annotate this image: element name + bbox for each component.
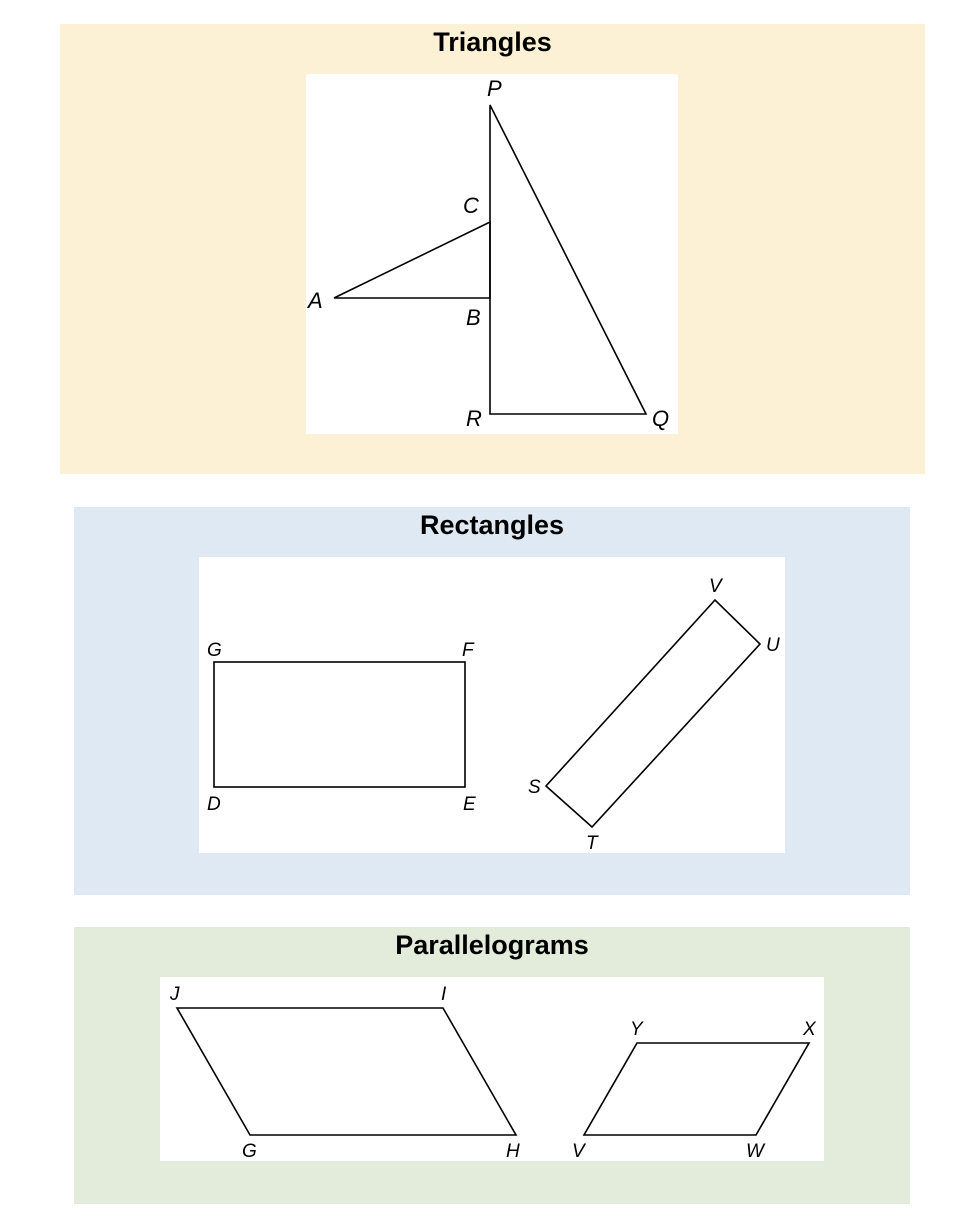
- rectangles-title: Rectangles: [419, 510, 565, 540]
- parallelograms-panel: Parallelograms J I G H Y X V W: [74, 927, 910, 1204]
- label-x: X: [802, 1019, 817, 1040]
- triangles-figure: P C A B R Q: [306, 74, 678, 434]
- triangles-panel: Triangles P C A B R Q: [60, 24, 925, 474]
- parallelograms-figure: J I G H Y X V W: [160, 977, 824, 1161]
- rectangle-stuv: [544, 598, 762, 829]
- parallelogram-vwxy: [582, 1042, 811, 1136]
- label-f: F: [462, 640, 475, 661]
- label-g2: G: [242, 1141, 257, 1161]
- triangle-pqr: [489, 104, 648, 415]
- parallelograms-title: Parallelograms: [395, 930, 589, 960]
- parallelogram-ghij: [175, 1007, 518, 1136]
- label-t: T: [586, 833, 599, 853]
- label-r: R: [466, 406, 482, 431]
- rectangles-panel: Rectangles G F D E V U S T: [74, 507, 910, 895]
- rectangles-svg: G F D E V U S T: [207, 576, 780, 853]
- parallelograms-svg: J I G H Y X V W: [169, 984, 817, 1161]
- triangles-svg: P C A B R Q: [306, 76, 669, 431]
- label-v: V: [709, 576, 724, 597]
- label-w: W: [746, 1141, 766, 1161]
- label-q: Q: [652, 406, 669, 431]
- rectangle-defg: [213, 661, 466, 788]
- label-u: U: [766, 635, 780, 656]
- label-j: J: [169, 984, 180, 1005]
- label-a: A: [306, 288, 323, 313]
- triangle-abc: [333, 220, 491, 299]
- label-i: I: [441, 984, 447, 1005]
- label-p: P: [487, 76, 502, 101]
- label-g: G: [207, 640, 222, 661]
- rectangles-figure: G F D E V U S T: [199, 557, 785, 853]
- label-c: C: [463, 193, 479, 218]
- label-h: H: [506, 1141, 520, 1161]
- label-b: B: [466, 305, 481, 330]
- triangles-title: Triangles: [433, 27, 552, 57]
- label-d: D: [207, 794, 221, 815]
- label-v2: V: [572, 1141, 587, 1161]
- label-y: Y: [630, 1019, 644, 1040]
- label-s: S: [528, 777, 541, 798]
- label-e: E: [463, 794, 476, 815]
